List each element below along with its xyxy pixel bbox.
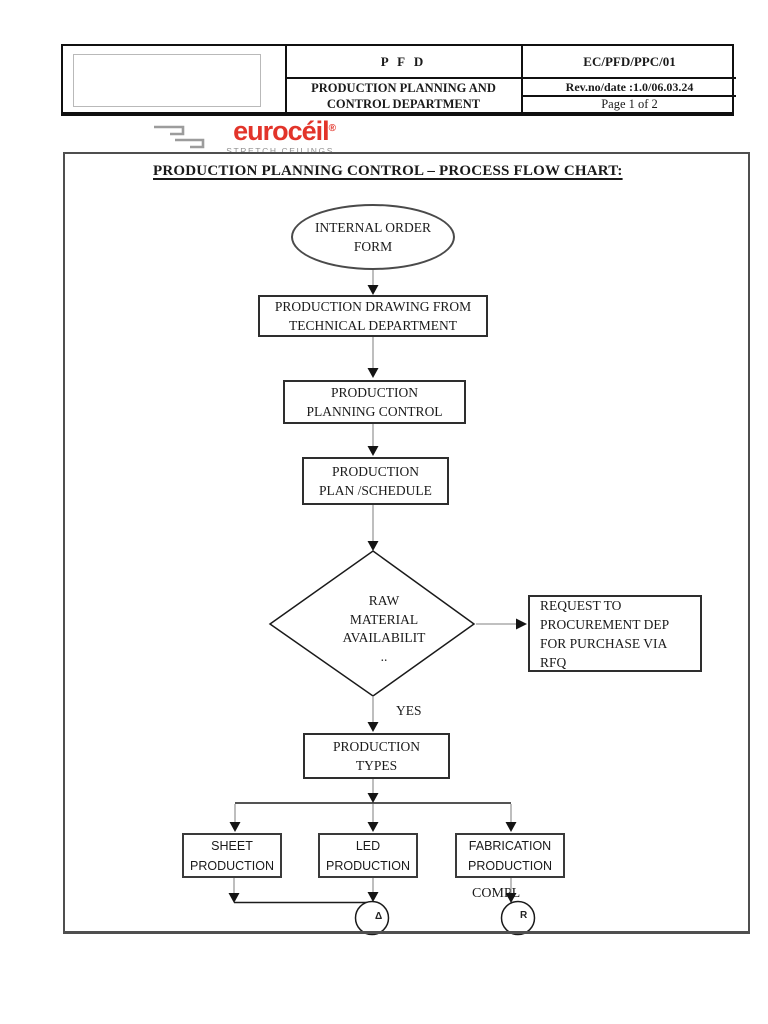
arrowhead-icon (228, 893, 240, 903)
arrowhead-icon (367, 285, 379, 295)
compl-label: COMPL (472, 886, 521, 901)
brand-name: eurocéil (233, 116, 330, 146)
logo-container: eurocéil® STRETCH CEILINGS (73, 54, 336, 156)
brand-tagline: STRETCH CEILINGS (226, 146, 334, 156)
chart-border-frame (63, 152, 750, 934)
header-column-divider (521, 46, 523, 112)
connector-circle-a (354, 900, 390, 936)
arrowhead-icon (367, 368, 379, 378)
node-internal-order-form: INTERNAL ORDER FORM (291, 204, 455, 270)
node-led-production: LED PRODUCTION (318, 833, 418, 878)
connector-circle-b (500, 900, 536, 936)
doc-type-cell: P F D (286, 46, 521, 79)
ceiling-profile-icon (154, 125, 205, 149)
chart-title: PRODUCTION PLANNING CONTROL – PROCESS FL… (153, 163, 623, 179)
node-plan-schedule: PRODUCTION PLAN /SCHEDULE (302, 457, 449, 505)
node-production-drawing: PRODUCTION DRAWING FROM TECHNICAL DEPART… (258, 295, 488, 337)
arrowhead-icon (516, 618, 527, 630)
arrowhead-icon (367, 722, 379, 732)
connector-a-label: Δ (375, 911, 383, 922)
node-sheet-production: SHEET PRODUCTION (182, 833, 282, 878)
arrowhead-icon (367, 446, 379, 456)
node-production-types: PRODUCTION TYPES (303, 733, 450, 779)
node-request-procurement: REQUEST TO PROCUREMENT DEP FOR PURCHASE … (528, 595, 702, 672)
node-fabrication-production: FABRICATION PRODUCTION (455, 833, 565, 878)
doc-code-cell: EC/PFD/PPC/01 (523, 46, 736, 79)
arrowhead-icon (505, 822, 517, 832)
registered-mark-icon: ® (328, 123, 336, 134)
decision-diamond-label: RAW MATERIAL AVAILABILIT .. (342, 593, 426, 664)
revision-cell: Rev.no/date :1.0/06.03.24 (523, 79, 736, 97)
department-cell: PRODUCTION PLANNING AND CONTROL DEPARTME… (311, 80, 496, 111)
node-planning-control: PRODUCTION PLANNING CONTROL (283, 380, 466, 424)
arrowhead-icon (229, 822, 241, 832)
arrowhead-icon (367, 822, 379, 832)
header-column-divider (285, 46, 287, 112)
arrowhead-icon (367, 793, 379, 803)
arrowhead-icon (367, 892, 379, 902)
brand-wordmark: eurocéil® (214, 115, 336, 145)
arrowhead-icon (367, 541, 379, 551)
page-number-cell: Page 1 of 2 (601, 97, 658, 111)
yes-branch-label: YES (396, 703, 422, 718)
connector-b-label: R (520, 910, 528, 921)
